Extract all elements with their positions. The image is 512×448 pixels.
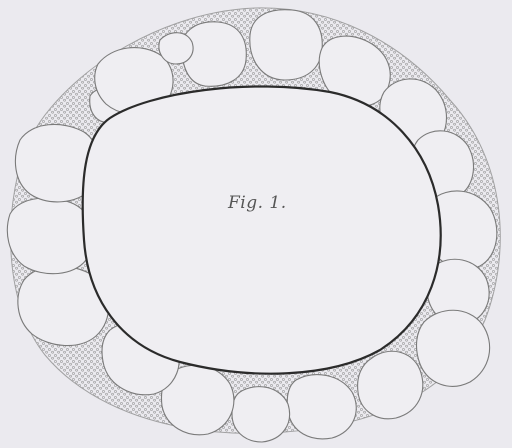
peripheral-cell	[417, 310, 490, 386]
peripheral-cell	[358, 351, 423, 419]
peripheral-cell	[232, 387, 290, 442]
peripheral-cell	[287, 375, 356, 439]
figure-label: Fig. 1.	[228, 193, 287, 213]
peripheral-cell	[250, 10, 322, 80]
central-cell	[83, 86, 441, 373]
peripheral-cell	[159, 33, 193, 64]
peripheral-cell	[7, 198, 92, 274]
